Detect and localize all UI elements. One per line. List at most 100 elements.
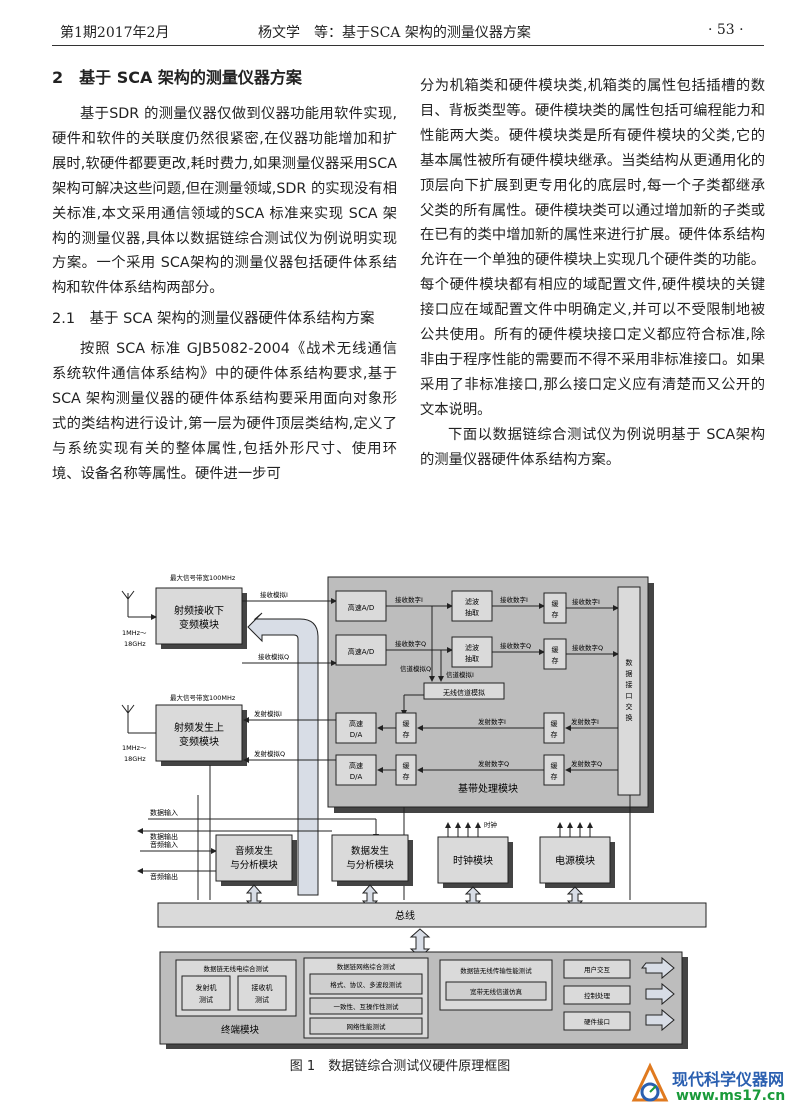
tx-digital-i-label: 发射数字I <box>478 717 506 726</box>
right-column: 分为机箱类和硬件模块类,机箱类的属性包括插槽的数目、背板类型等。硬件模块类的属性… <box>420 74 765 473</box>
iface-4: 口 <box>626 692 633 700</box>
cache-tx-q-1: 缓 <box>403 761 410 770</box>
loop-i-label: 信道模拟I <box>446 670 474 679</box>
terminal-label: 终端模块 <box>221 1024 260 1036</box>
data-module <box>331 834 409 882</box>
audio-in-label: 音频输入 <box>150 840 178 849</box>
data-interface-block <box>617 586 641 796</box>
issue-label: 第1期2017年2月 <box>60 25 170 41</box>
loopback-arrow <box>247 612 319 896</box>
wideband-label: 宽带无线信道仿真 <box>470 987 523 996</box>
rx-freq-1: 1MHz～ <box>122 629 147 637</box>
clock-outputs <box>445 822 481 837</box>
clock-out-label: 时钟 <box>484 820 498 829</box>
dac-q-block <box>335 754 377 786</box>
data-label-1: 数据发生 <box>351 845 390 857</box>
adc-i-block <box>335 590 387 622</box>
dac-i-block <box>335 712 377 744</box>
rf-rx-label-1: 射频接收下 <box>174 604 224 617</box>
dac-i-2: D/A <box>350 731 363 739</box>
consistency-block <box>309 997 423 1015</box>
hw-interface-block <box>563 1011 631 1031</box>
hw-interface-label: 硬件接口 <box>584 1017 610 1026</box>
net-perf-label: 网络性能测试 <box>347 1022 387 1031</box>
rx-analog-q-label: 接收模拟Q <box>258 652 289 661</box>
header-rule <box>52 45 764 46</box>
control-block <box>563 985 631 1005</box>
running-header: 第1期2017年2月 杨文学 等：基于SCA 架构的测量仪器方案 · 53 · <box>0 0 800 46</box>
filter-i-1: 滤波 <box>465 597 479 606</box>
rx-digital-i-label: 接收数字I <box>395 595 423 604</box>
figure-caption: 图 1 数据链综合测试仪硬件原理框图 <box>289 1059 511 1074</box>
audio-label-2: 与分析模块 <box>230 859 278 871</box>
clock-module <box>437 836 509 884</box>
subsection-heading: 2.1 基于 SCA 架构的测量仪器硬件体系结构方案 <box>52 311 375 328</box>
tx-max-bw: 最大信号带宽100MHz <box>170 693 236 702</box>
cache-rx-q-2: 存 <box>552 656 559 665</box>
filter-q-block <box>451 636 493 668</box>
block-diagram-figure: 基带处理模块 射频接收下 变频模块 最大信号带宽100MHz 1MHz～ 18G… <box>0 555 800 1075</box>
rx-digital-i2-label: 接收数字I <box>500 595 528 604</box>
cache-rx-q-1: 缓 <box>552 645 559 654</box>
terminal-side-arrow-1 <box>640 956 675 980</box>
adc-i-label: 高速A/D <box>348 603 375 612</box>
user-interaction-label: 用户交互 <box>584 965 611 974</box>
running-title: 杨文学 等：基于SCA 架构的测量仪器方案 <box>258 25 531 41</box>
rx-test-1: 接收机 <box>252 983 273 992</box>
rx-antenna-icon <box>121 590 157 620</box>
iface-5: 交 <box>626 702 633 711</box>
tx-digital-i2-label: 发射数字I <box>571 717 599 726</box>
power-module <box>539 836 611 884</box>
power-label: 电源模块 <box>555 854 595 867</box>
terminal-side-arrow-2 <box>645 982 675 1006</box>
net-items-label: 格式、协议、多波段测试 <box>330 980 402 989</box>
cache-tx-i-1: 缓 <box>403 719 410 728</box>
audio-label-1: 音频发生 <box>235 845 274 857</box>
rf-tx-label-2: 变频模块 <box>179 735 219 748</box>
hardware-paragraph: 按照 SCA 标准 GJB5082-2004《战术无线通信系统软件通信体系结构》… <box>52 341 397 482</box>
radio-test-label: 数据链无线电综合测试 <box>204 964 270 973</box>
net-perf-block <box>309 1017 423 1035</box>
tx-freq-1: 1MHz～ <box>122 744 147 752</box>
filter-q-1: 滤波 <box>465 643 479 652</box>
consistency-label: 一致性、互操作性测试 <box>334 1002 400 1011</box>
link-perf-label: 数据链无线传输性能测试 <box>460 966 532 975</box>
cache-rx-i-2: 存 <box>552 610 559 619</box>
clock-label: 时钟模块 <box>453 854 493 867</box>
tx-freq-2: 18GHz <box>124 755 146 763</box>
filter-i-block <box>451 590 493 622</box>
tx-digital-q-label: 发射数字Q <box>478 759 509 768</box>
iface-6: 换 <box>626 713 633 722</box>
rx-test-2: 测试 <box>255 995 269 1004</box>
dac-q-2: D/A <box>350 773 363 781</box>
adc-q-block <box>335 634 387 666</box>
baseband-label: 基带处理模块 <box>458 782 518 795</box>
watermark-url: www.ms17.cn <box>676 1088 786 1104</box>
tx-analog-q-label: 发射模拟Q <box>254 749 285 758</box>
rx-iface-q-label: 接收数字Q <box>572 643 603 652</box>
cache-tx-q-2: 存 <box>403 772 410 781</box>
tx-antenna-icon <box>121 704 156 734</box>
cache-tx-q2-1: 缓 <box>551 761 558 770</box>
audio-module <box>215 834 293 882</box>
net-items-block <box>309 973 423 995</box>
class-paragraph: 分为机箱类和硬件模块类,机箱类的属性包括插槽的数目、背板类型等。硬件模块类的属性… <box>420 78 765 418</box>
page-number: · 53 · <box>708 22 744 38</box>
user-interaction-block <box>563 959 631 979</box>
cache-tx-i2-1: 缓 <box>551 719 558 728</box>
cache-tx-q2-2: 存 <box>551 772 558 781</box>
example-paragraph: 下面以数据链综合测试仪为例说明基于 SCA架构的测量仪器硬件体系结构方案。 <box>420 426 765 468</box>
iface-2: 据 <box>626 669 633 678</box>
rx-digital-q-label: 接收数字Q <box>395 639 426 648</box>
watermark-name: 现代科学仪器网 <box>672 1070 785 1089</box>
adc-q-label: 高速A/D <box>348 647 375 656</box>
tx-test-1: 发射机 <box>196 983 217 992</box>
tx-test-2: 测试 <box>199 995 213 1004</box>
control-label: 控制处理 <box>584 991 611 1000</box>
tx-test-block <box>181 975 231 1011</box>
block-diagram: 基带处理模块 射频接收下 变频模块 最大信号带宽100MHz 1MHz～ 18G… <box>121 573 707 1049</box>
rx-test-block <box>237 975 287 1011</box>
loop-q-label: 信道模拟Q <box>400 664 431 673</box>
watermark-logo-icon <box>631 1062 669 1102</box>
watermark: 现代科学仪器网 www.ms17.cn <box>628 1062 798 1114</box>
